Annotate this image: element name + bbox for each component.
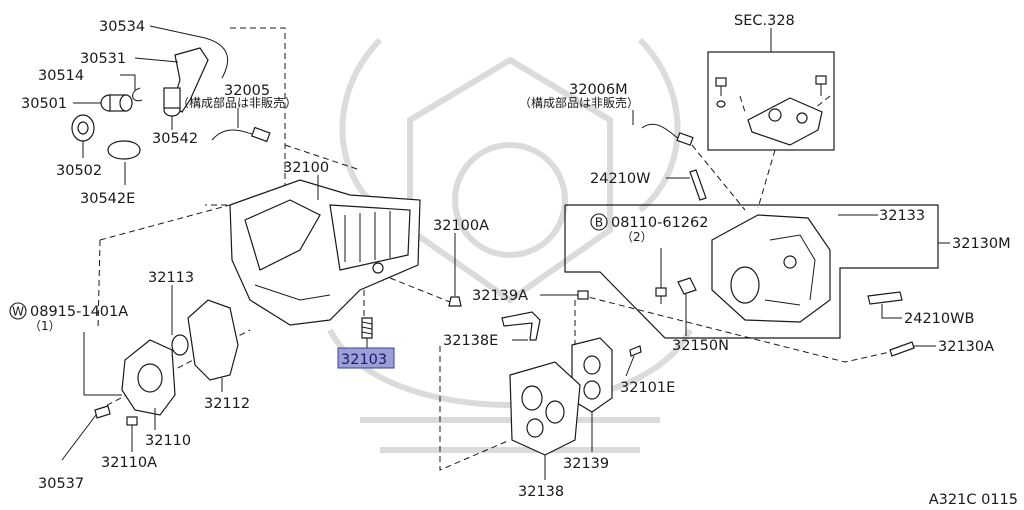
sec328-inset: [707, 28, 835, 151]
figure-code: A321C 0115: [929, 492, 1018, 508]
svg-text:B: B: [595, 216, 603, 230]
part-30542-pivot: [163, 87, 181, 117]
part-30501-bearing: [100, 94, 133, 112]
part-32139A-bolt: [540, 290, 589, 300]
label-32130A[interactable]: 32130A: [938, 339, 994, 355]
part-32100A-plug: [448, 233, 462, 307]
shift-fork-group: [71, 25, 229, 185]
label-sec328[interactable]: SEC.328: [734, 13, 795, 29]
label-32130M[interactable]: 32130M: [952, 236, 1011, 252]
label-32150N[interactable]: 32150N: [672, 338, 729, 354]
part-32150N-bracket: [677, 277, 697, 336]
label-30542E[interactable]: 30542E: [80, 191, 135, 207]
label-30542[interactable]: 30542: [152, 131, 198, 147]
part-32100-transmission-case: [229, 175, 421, 326]
note-32006M-not-sold: （構成部品は非販売）: [519, 95, 639, 110]
part-32110-front-cover: [121, 339, 176, 430]
label-08110[interactable]: 08110-61262: [611, 215, 709, 231]
label-30531[interactable]: 30531: [80, 51, 126, 67]
part-32113-seal: [171, 285, 189, 356]
part-24210WB-pin: [867, 291, 903, 319]
label-08915-qty: （1）: [29, 319, 61, 333]
label-30501[interactable]: 30501: [21, 96, 67, 112]
marker-b: B: [590, 213, 608, 231]
part-24210W-bracket: [666, 169, 707, 201]
part-32130M-rear-housing: [564, 204, 950, 339]
label-08110-qty: （2）: [621, 230, 653, 244]
label-24210WB[interactable]: 24210WB: [904, 311, 974, 327]
note-32005-not-sold: （構成部品は非販売）: [177, 95, 297, 110]
label-32110[interactable]: 32110: [145, 433, 191, 449]
label-30514[interactable]: 30514: [38, 68, 84, 84]
label-32138E[interactable]: 32138E: [443, 333, 498, 349]
part-32103-spring: [361, 317, 373, 348]
part-08110-bolt: [655, 248, 667, 304]
label-32006M[interactable]: 32006M: [569, 82, 628, 98]
highlight-box-32103: [337, 347, 395, 369]
part-30534-spring: [204, 37, 229, 79]
label-32138[interactable]: 32138: [518, 484, 564, 500]
marker-w: W: [9, 302, 27, 320]
part-30542E-clamp: [107, 140, 141, 160]
svg-text:W: W: [12, 305, 24, 319]
label-32133[interactable]: 32133: [879, 208, 925, 224]
part-32138E-tube: [501, 311, 541, 341]
label-24210W[interactable]: 24210W: [590, 171, 650, 187]
label-32113[interactable]: 32113: [148, 270, 194, 286]
part-32110A-bolt: [126, 416, 138, 452]
part-32006M-sensor: [632, 110, 694, 146]
label-30537[interactable]: 30537: [38, 476, 84, 492]
label-32139[interactable]: 32139: [563, 456, 609, 472]
part-32130A-bolt: [889, 341, 936, 357]
label-32101E[interactable]: 32101E: [620, 380, 675, 396]
label-32112[interactable]: 32112: [204, 396, 250, 412]
part-32005-sensor: [211, 108, 271, 143]
label-08915[interactable]: 08915-1401A: [30, 304, 128, 320]
part-30537-screw: [61, 405, 111, 461]
part-32139-adapter-plate: [571, 337, 613, 452]
label-32100A[interactable]: 32100A: [433, 218, 489, 234]
label-32139A[interactable]: 32139A: [472, 288, 528, 304]
label-32103[interactable]: 32103: [341, 352, 387, 368]
label-32005[interactable]: 32005: [224, 83, 270, 99]
label-32100[interactable]: 32100: [283, 160, 329, 176]
part-30514-clip: [132, 87, 143, 102]
label-32110A[interactable]: 32110A: [101, 455, 157, 471]
label-30534[interactable]: 30534: [99, 19, 145, 35]
part-32138-intermediate-plate: [509, 361, 581, 480]
part-30531-fork: [171, 47, 209, 113]
part-32112-gasket: [187, 299, 239, 392]
part-32101E-pin: [625, 345, 642, 377]
label-30502[interactable]: 30502: [56, 163, 102, 179]
